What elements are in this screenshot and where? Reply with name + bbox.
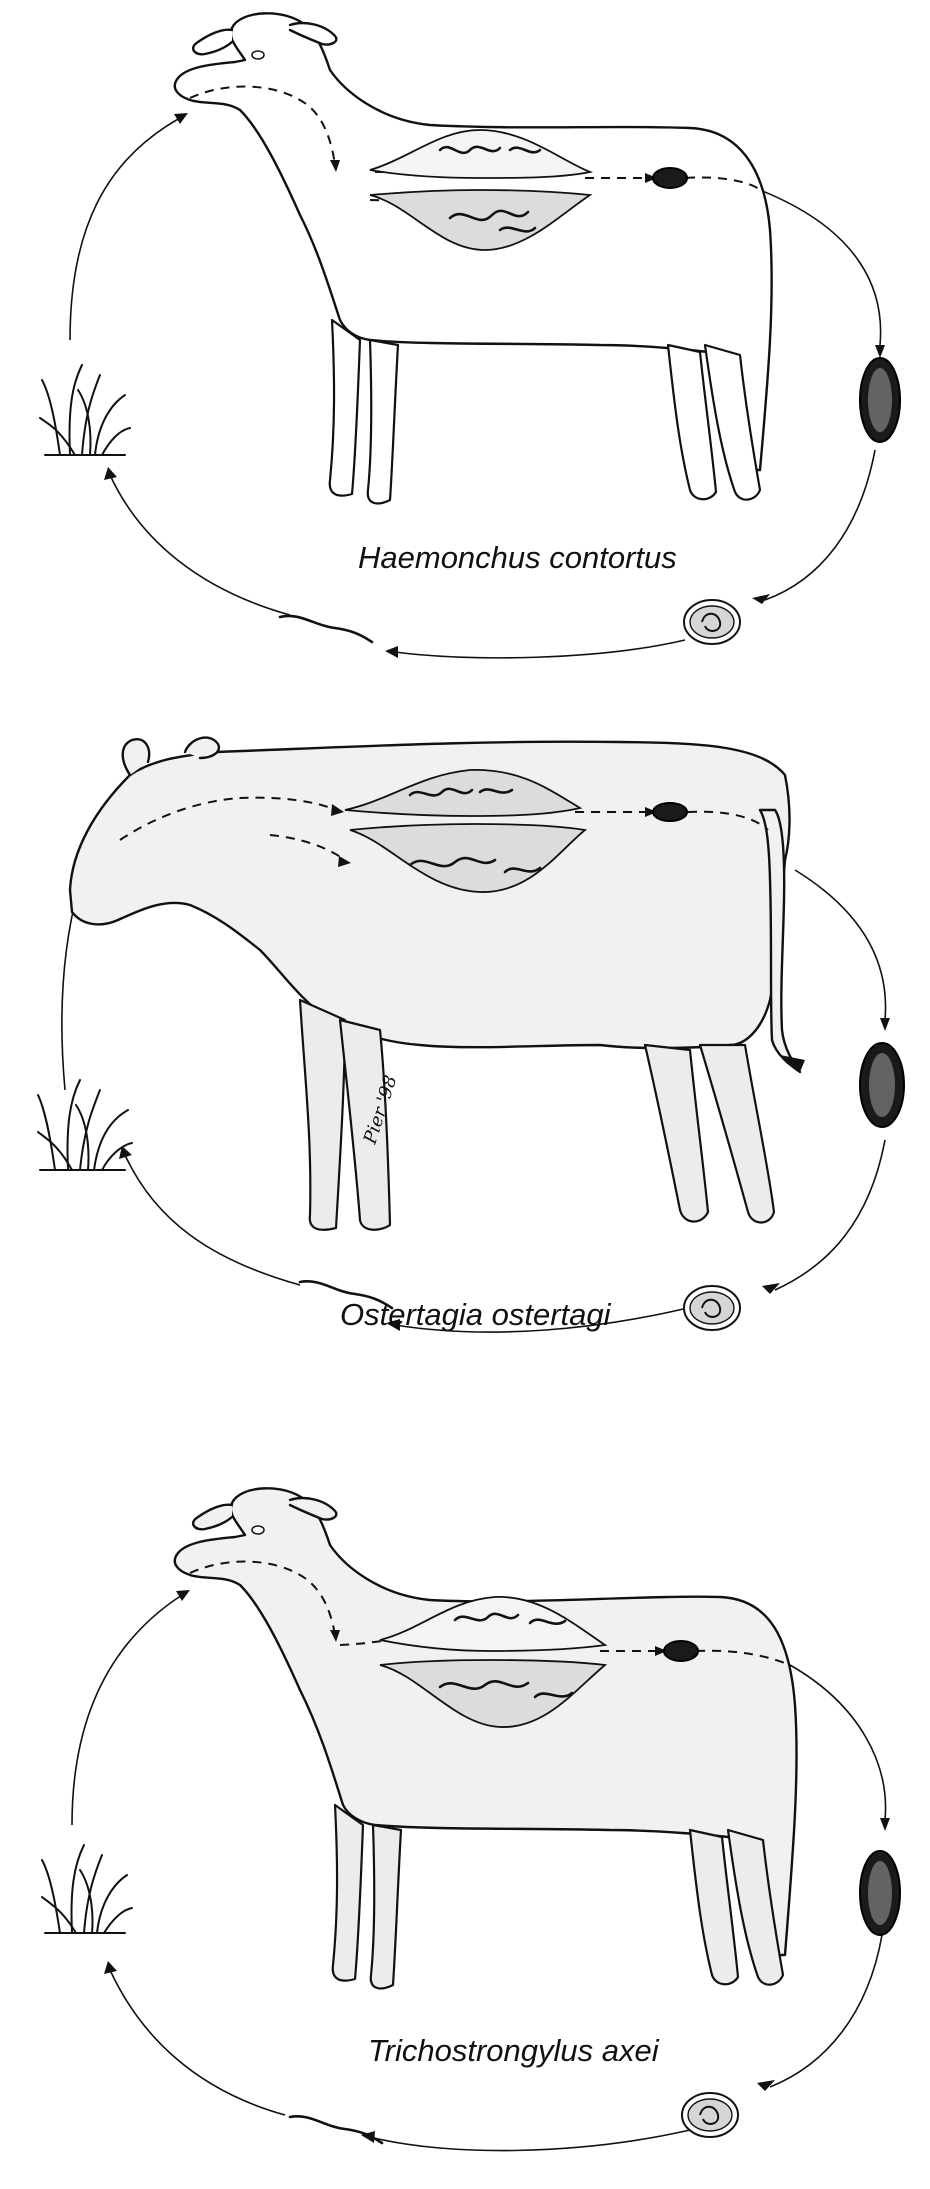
gut-section [379,1596,608,1728]
larva-icon [288,2114,384,2145]
species-label-haemonchus: Haemonchus contortus [358,540,677,575]
sheep-icon [173,1487,798,1990]
larva-icon [298,1279,394,1310]
cycle-arrows [71,1590,890,2152]
gut-section [369,129,594,251]
grass-icon [41,1844,133,1934]
lifecycle-panel-trichostrongylus: Trichostrongylus axei [0,1475,930,2189]
sheep-icon [173,12,773,505]
cow-icon [68,736,805,1231]
lifecycle-diagram-ostertagia: Pier '98 [37,736,905,1333]
grass-icon [37,1079,133,1171]
embryonated-egg-icon [683,599,741,645]
migration-route [119,796,769,867]
lifecycle-diagram-haemonchus [39,12,901,659]
grass-icon [39,364,131,456]
lifecycle-diagram-trichostrongylus [41,1487,901,2152]
species-label-ostertagia: Ostertagia ostertagi [340,1297,611,1332]
egg-icon [652,167,688,189]
gut-section [344,769,588,893]
embryonated-egg-icon [683,1285,741,1331]
egg-icon [859,357,901,443]
egg-icon [859,1850,901,1936]
egg-icon [663,1640,699,1662]
egg-icon [859,1042,905,1128]
larva-icon [278,614,374,644]
egg-icon [652,802,688,822]
embryonated-egg-icon [681,2092,739,2138]
species-label-trichostrongylus: Trichostrongylus axei [368,2033,659,2068]
lifecycle-panel-ostertagia: Pier '98 [0,700,930,1460]
cycle-arrows [69,113,885,659]
lifecycle-panel-haemonchus: Haemonchus contortus [0,0,930,690]
